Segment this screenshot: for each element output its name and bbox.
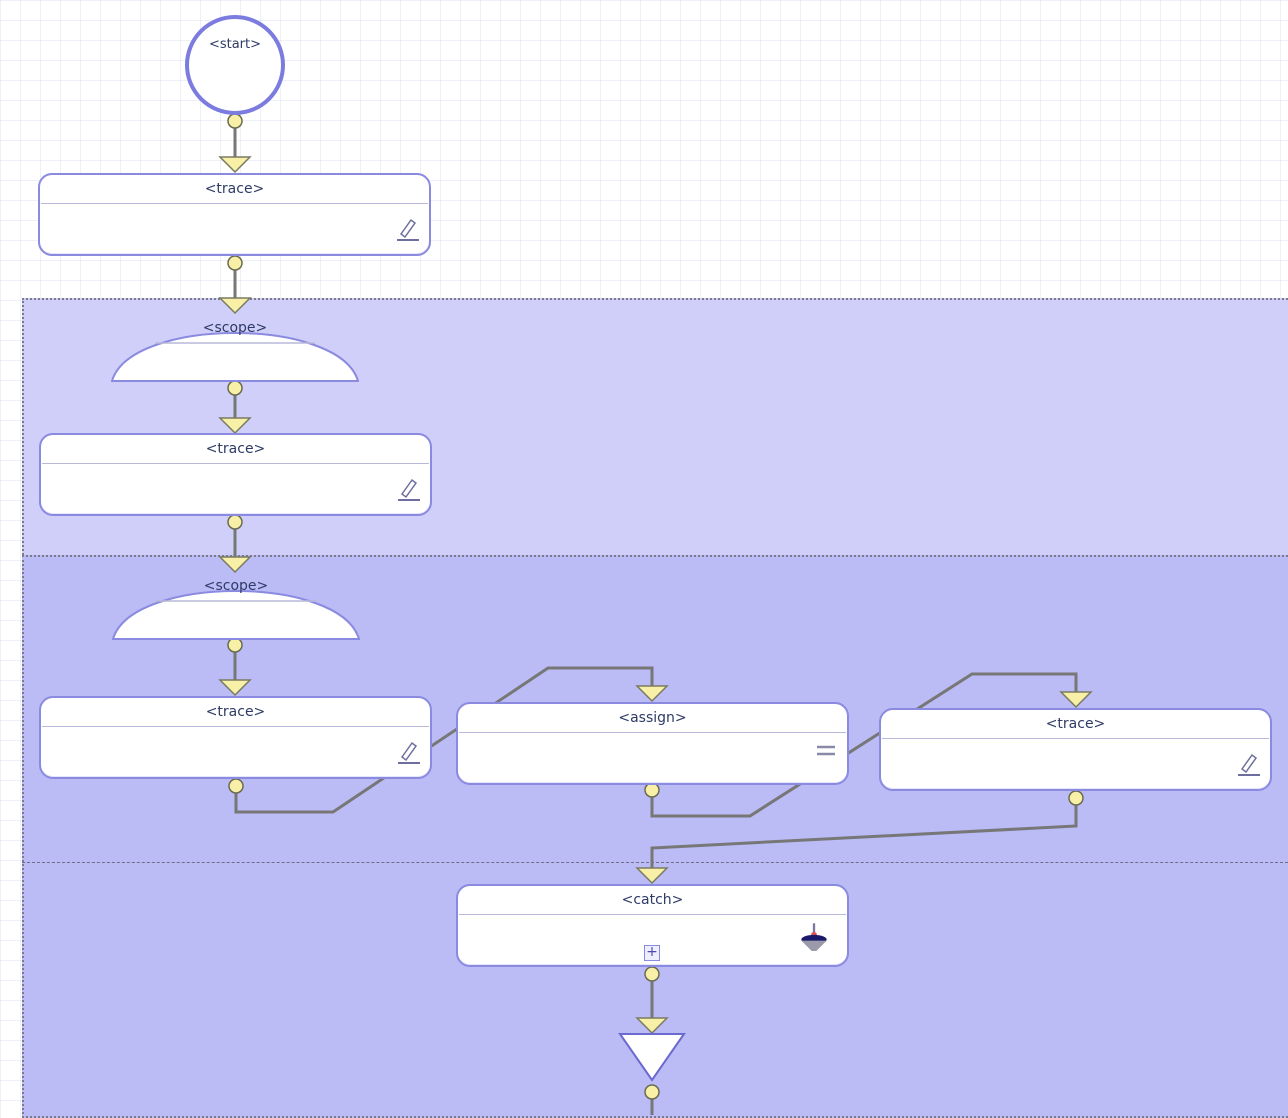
start-label: <start>: [208, 37, 262, 52]
scope-label: <scope>: [202, 320, 268, 336]
catch-fault-icon[interactable]: [799, 921, 829, 951]
catch-label: <catch>: [621, 892, 684, 908]
trace-label: <trace>: [1045, 716, 1106, 732]
connector-trace3-assign: [234, 666, 654, 814]
trace-label: <trace>: [204, 181, 265, 197]
trace-label: <trace>: [205, 704, 266, 720]
plus-icon[interactable]: +: [644, 945, 660, 961]
output-port-scope2[interactable]: [227, 637, 243, 653]
assign-label: <assign>: [618, 710, 687, 726]
input-arrow-trace2: [218, 417, 252, 435]
node-divider: [882, 738, 1269, 739]
pencil-icon[interactable]: [396, 476, 422, 502]
output-port-trace3[interactable]: [228, 778, 244, 794]
output-port-catch[interactable]: [644, 966, 660, 982]
output-port-trace4[interactable]: [1068, 790, 1084, 806]
output-port-trace1[interactable]: [227, 255, 243, 271]
scope-node-1[interactable]: <scope>: [111, 312, 359, 382]
input-arrow-scope1: [218, 297, 252, 315]
pencil-icon[interactable]: [1236, 751, 1262, 777]
trace-node-2[interactable]: <trace>: [39, 433, 432, 516]
input-arrow-scope2: [218, 556, 252, 574]
output-port-scope1[interactable]: [227, 380, 243, 396]
pencil-icon[interactable]: [396, 739, 422, 765]
node-divider: [42, 463, 429, 464]
assign-node[interactable]: <assign>: [456, 702, 849, 785]
input-arrow-trace4: [1059, 691, 1093, 709]
equals-icon[interactable]: [813, 737, 839, 763]
node-divider: [42, 726, 429, 727]
scope-node-2[interactable]: <scope>: [112, 570, 360, 640]
end-triangle[interactable]: [618, 1033, 686, 1082]
output-port-trace2[interactable]: [227, 514, 243, 530]
output-port-start[interactable]: [227, 113, 243, 129]
trace-label: <trace>: [205, 441, 266, 457]
connector-assign-trace4: [650, 672, 1078, 818]
node-divider: [459, 914, 846, 915]
connector-trace4-catch: [650, 798, 1078, 868]
input-arrow-catch: [635, 867, 669, 885]
start-node[interactable]: <start>: [185, 15, 285, 115]
output-port-assign[interactable]: [644, 782, 660, 798]
output-port-end[interactable]: [644, 1084, 660, 1100]
node-divider: [41, 203, 428, 204]
catch-divider: [22, 862, 1288, 863]
trace-node-1[interactable]: <trace>: [38, 173, 431, 256]
input-arrow-trace3: [218, 679, 252, 697]
scope-label: <scope>: [203, 578, 269, 594]
input-arrow-assign: [635, 685, 669, 703]
node-divider: [459, 732, 846, 733]
trace-node-3[interactable]: <trace>: [39, 696, 432, 779]
scope-shape: [112, 590, 360, 640]
pencil-icon[interactable]: [395, 216, 421, 242]
input-arrow-trace1: [218, 156, 252, 174]
trace-node-4[interactable]: <trace>: [879, 708, 1272, 791]
input-arrow-end: [635, 1017, 669, 1035]
scope-shape: [111, 332, 359, 382]
